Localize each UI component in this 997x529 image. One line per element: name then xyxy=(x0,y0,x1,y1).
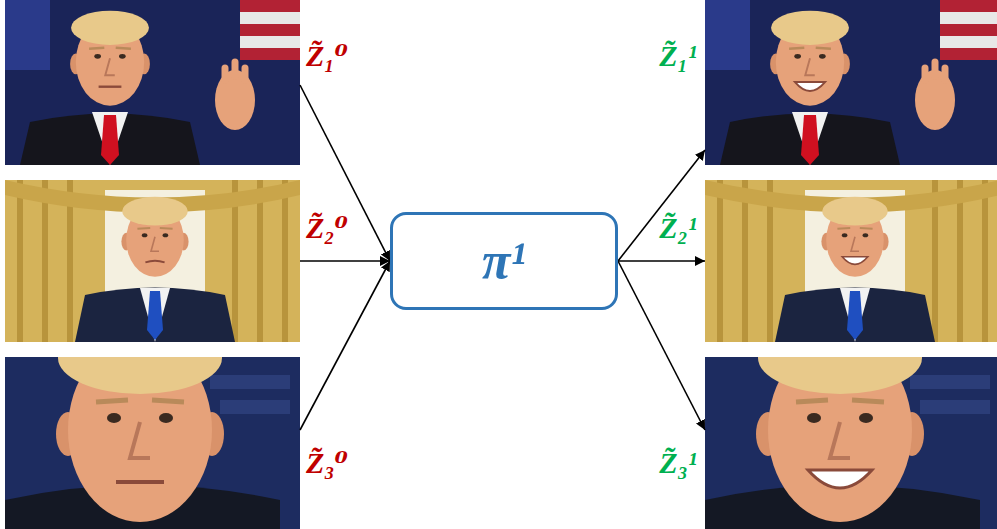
photo-scene xyxy=(5,180,300,342)
photo-scene xyxy=(705,322,997,529)
photo-scene xyxy=(705,180,997,342)
input-photo xyxy=(5,180,300,342)
flow-arrow xyxy=(618,260,705,262)
flow-arrow xyxy=(300,261,390,430)
latent-label: Z̃₃⁰ xyxy=(306,445,348,481)
output-photo xyxy=(705,180,997,342)
latent-label: Z̃₃¹ xyxy=(659,445,697,481)
photo-node: Z̃₂⁰ xyxy=(5,180,300,342)
photo-node: Z̃₂¹ xyxy=(705,180,997,345)
latent-label: Z̃₂⁰ xyxy=(306,210,348,246)
photo-node: Z̃₁⁰ xyxy=(5,0,300,165)
photo-node: Z̃₃¹ xyxy=(705,357,997,529)
photo-scene xyxy=(705,0,997,165)
flow-arrow xyxy=(618,150,705,261)
flow-arrow xyxy=(618,261,705,430)
policy-box: π¹ xyxy=(390,212,618,310)
photo-node: Z̃₁¹ xyxy=(705,0,997,165)
flow-arrow xyxy=(300,260,390,262)
output-photo xyxy=(705,322,997,529)
photo-scene xyxy=(5,322,300,529)
latent-label: Z̃₁¹ xyxy=(659,38,697,74)
latent-label: Z̃₂¹ xyxy=(659,210,697,246)
policy-label: π¹ xyxy=(482,235,526,287)
flow-arrow xyxy=(300,85,390,261)
input-photo xyxy=(5,0,300,165)
output-photo xyxy=(705,0,997,165)
photo-node: Z̃₃⁰ xyxy=(5,357,300,529)
input-photo xyxy=(5,322,300,529)
photo-scene xyxy=(5,0,300,165)
latent-label: Z̃₁⁰ xyxy=(306,38,348,74)
